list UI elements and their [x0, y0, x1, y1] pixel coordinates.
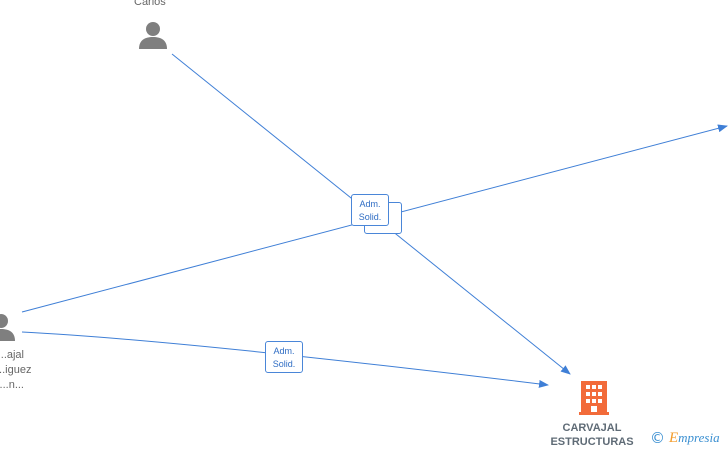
relation-box-adm-solid[interactable]: Adm. Solid.	[265, 341, 303, 373]
relation-role-line: Solid.	[358, 212, 382, 222]
relation-role-line: Solid.	[272, 359, 296, 369]
person-name-line: ...n...	[0, 379, 24, 391]
person-label-left: ...ajal ...iguez ...n...	[0, 348, 32, 393]
person-label-carlos: Carlos	[134, 0, 166, 10]
person-name-line: ...iguez	[0, 364, 32, 376]
person-icon[interactable]	[138, 20, 168, 50]
copyright-symbol: ©	[650, 429, 665, 447]
relation-role-line: Adm.	[359, 199, 381, 209]
company-name-line: CARVAJAL	[562, 422, 622, 434]
person-name-line: Carlos	[134, 0, 166, 8]
edge-person-to-company	[21, 331, 549, 388]
relation-box-adm-solid[interactable]: Adm. Solid.	[351, 194, 389, 226]
person-icon[interactable]	[0, 312, 16, 342]
empresia-watermark: © Empresia	[650, 428, 720, 448]
company-label[interactable]: CARVAJAL ESTRUCTURAS	[537, 421, 647, 449]
empresia-logo: Empresia	[669, 430, 720, 447]
person-name-line: ...ajal	[0, 349, 24, 361]
building-icon[interactable]	[579, 381, 609, 415]
brand-rest: mpresia	[678, 429, 720, 445]
relation-role-line: Adm.	[273, 346, 295, 356]
company-name-line: ESTRUCTURAS	[550, 436, 634, 448]
brand-letter-e: E	[669, 429, 679, 446]
